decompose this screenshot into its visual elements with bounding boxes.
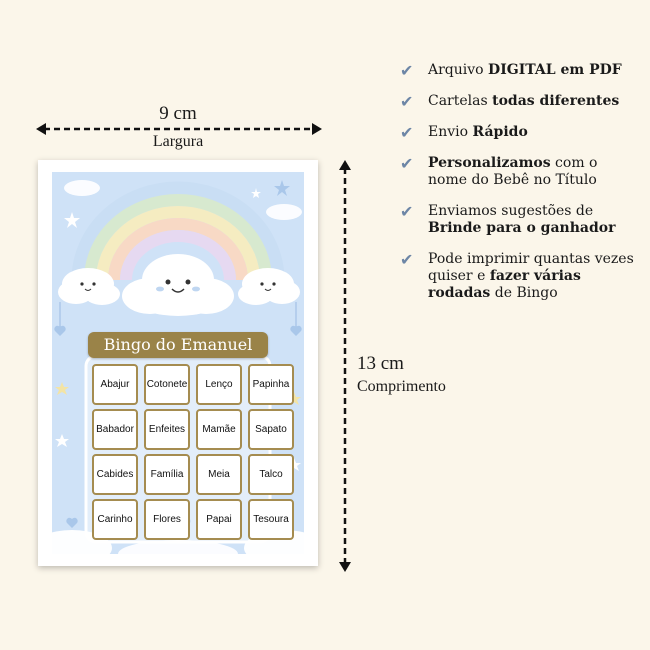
width-value: 9 cm xyxy=(159,103,197,124)
feature-text: de Bingo xyxy=(490,285,558,301)
bingo-cell: Carinho xyxy=(92,499,138,540)
check-icon: ✔ xyxy=(400,123,414,142)
feature-text-bold: fazer várias rodadas xyxy=(428,268,581,301)
feature-item: ✔ Personalizamos com o nome do Bebê no Tí… xyxy=(400,155,640,189)
bingo-cell: Sapato xyxy=(248,409,294,450)
check-icon: ✔ xyxy=(400,61,414,80)
check-icon: ✔ xyxy=(400,154,414,173)
check-icon: ✔ xyxy=(400,92,414,111)
feature-text: Pode imprimir quantas vezes quiser e xyxy=(428,251,634,284)
feature-text: com o nome do Bebê no Título xyxy=(428,155,598,188)
feature-text: Enviamos sugestões de xyxy=(428,203,594,219)
bingo-cell: Meia xyxy=(196,454,242,495)
width-arrow xyxy=(36,123,322,135)
feature-item: ✔ Pode imprimir quantas vezes quiser e fa… xyxy=(400,251,640,302)
bingo-cell: Mamãe xyxy=(196,409,242,450)
bingo-cell: Abajur xyxy=(92,364,138,405)
bingo-cell: Tesoura xyxy=(248,499,294,540)
bingo-cell: Família xyxy=(144,454,190,495)
feature-item: ✔ Arquivo DIGITAL em PDF xyxy=(400,62,640,79)
feature-text: Envio xyxy=(428,124,473,140)
bingo-cell: Flores xyxy=(144,499,190,540)
height-arrow xyxy=(339,160,351,572)
check-icon: ✔ xyxy=(400,202,414,221)
feature-text: Arquivo xyxy=(428,62,489,78)
feature-text-bold: Brinde para o ganhador xyxy=(428,220,616,236)
bingo-title: Bingo do Emanuel xyxy=(88,332,268,358)
feature-text-bold: todas diferentes xyxy=(492,93,620,109)
bingo-cell: Papai xyxy=(196,499,242,540)
feature-text: Cartelas xyxy=(428,93,493,109)
feature-text-bold: DIGITAL em PDF xyxy=(488,62,622,78)
bingo-cell: Lenço xyxy=(196,364,242,405)
height-label: Comprimento xyxy=(357,378,446,395)
bingo-cell: Cotonete xyxy=(144,364,190,405)
feature-text-bold: Personalizamos xyxy=(428,155,551,171)
feature-item: ✔ Enviamos sugestões de Brinde para o gan… xyxy=(400,203,640,237)
feature-text-bold: Rápido xyxy=(472,124,528,140)
width-label: Largura xyxy=(152,133,204,150)
bingo-cell: Talco xyxy=(248,454,294,495)
height-value: 13 cm xyxy=(357,353,404,374)
feature-list: ✔ Arquivo DIGITAL em PDF ✔ Cartelas todas d… xyxy=(400,62,640,316)
check-icon: ✔ xyxy=(400,250,414,269)
feature-item: ✔ Cartelas todas diferentes xyxy=(400,93,640,110)
bingo-cell: Cabides xyxy=(92,454,138,495)
bingo-cell: Enfeites xyxy=(144,409,190,450)
bingo-cell: Papinha xyxy=(248,364,294,405)
bingo-cell: Babador xyxy=(92,409,138,450)
feature-item: ✔ Envio Rápido xyxy=(400,124,640,141)
